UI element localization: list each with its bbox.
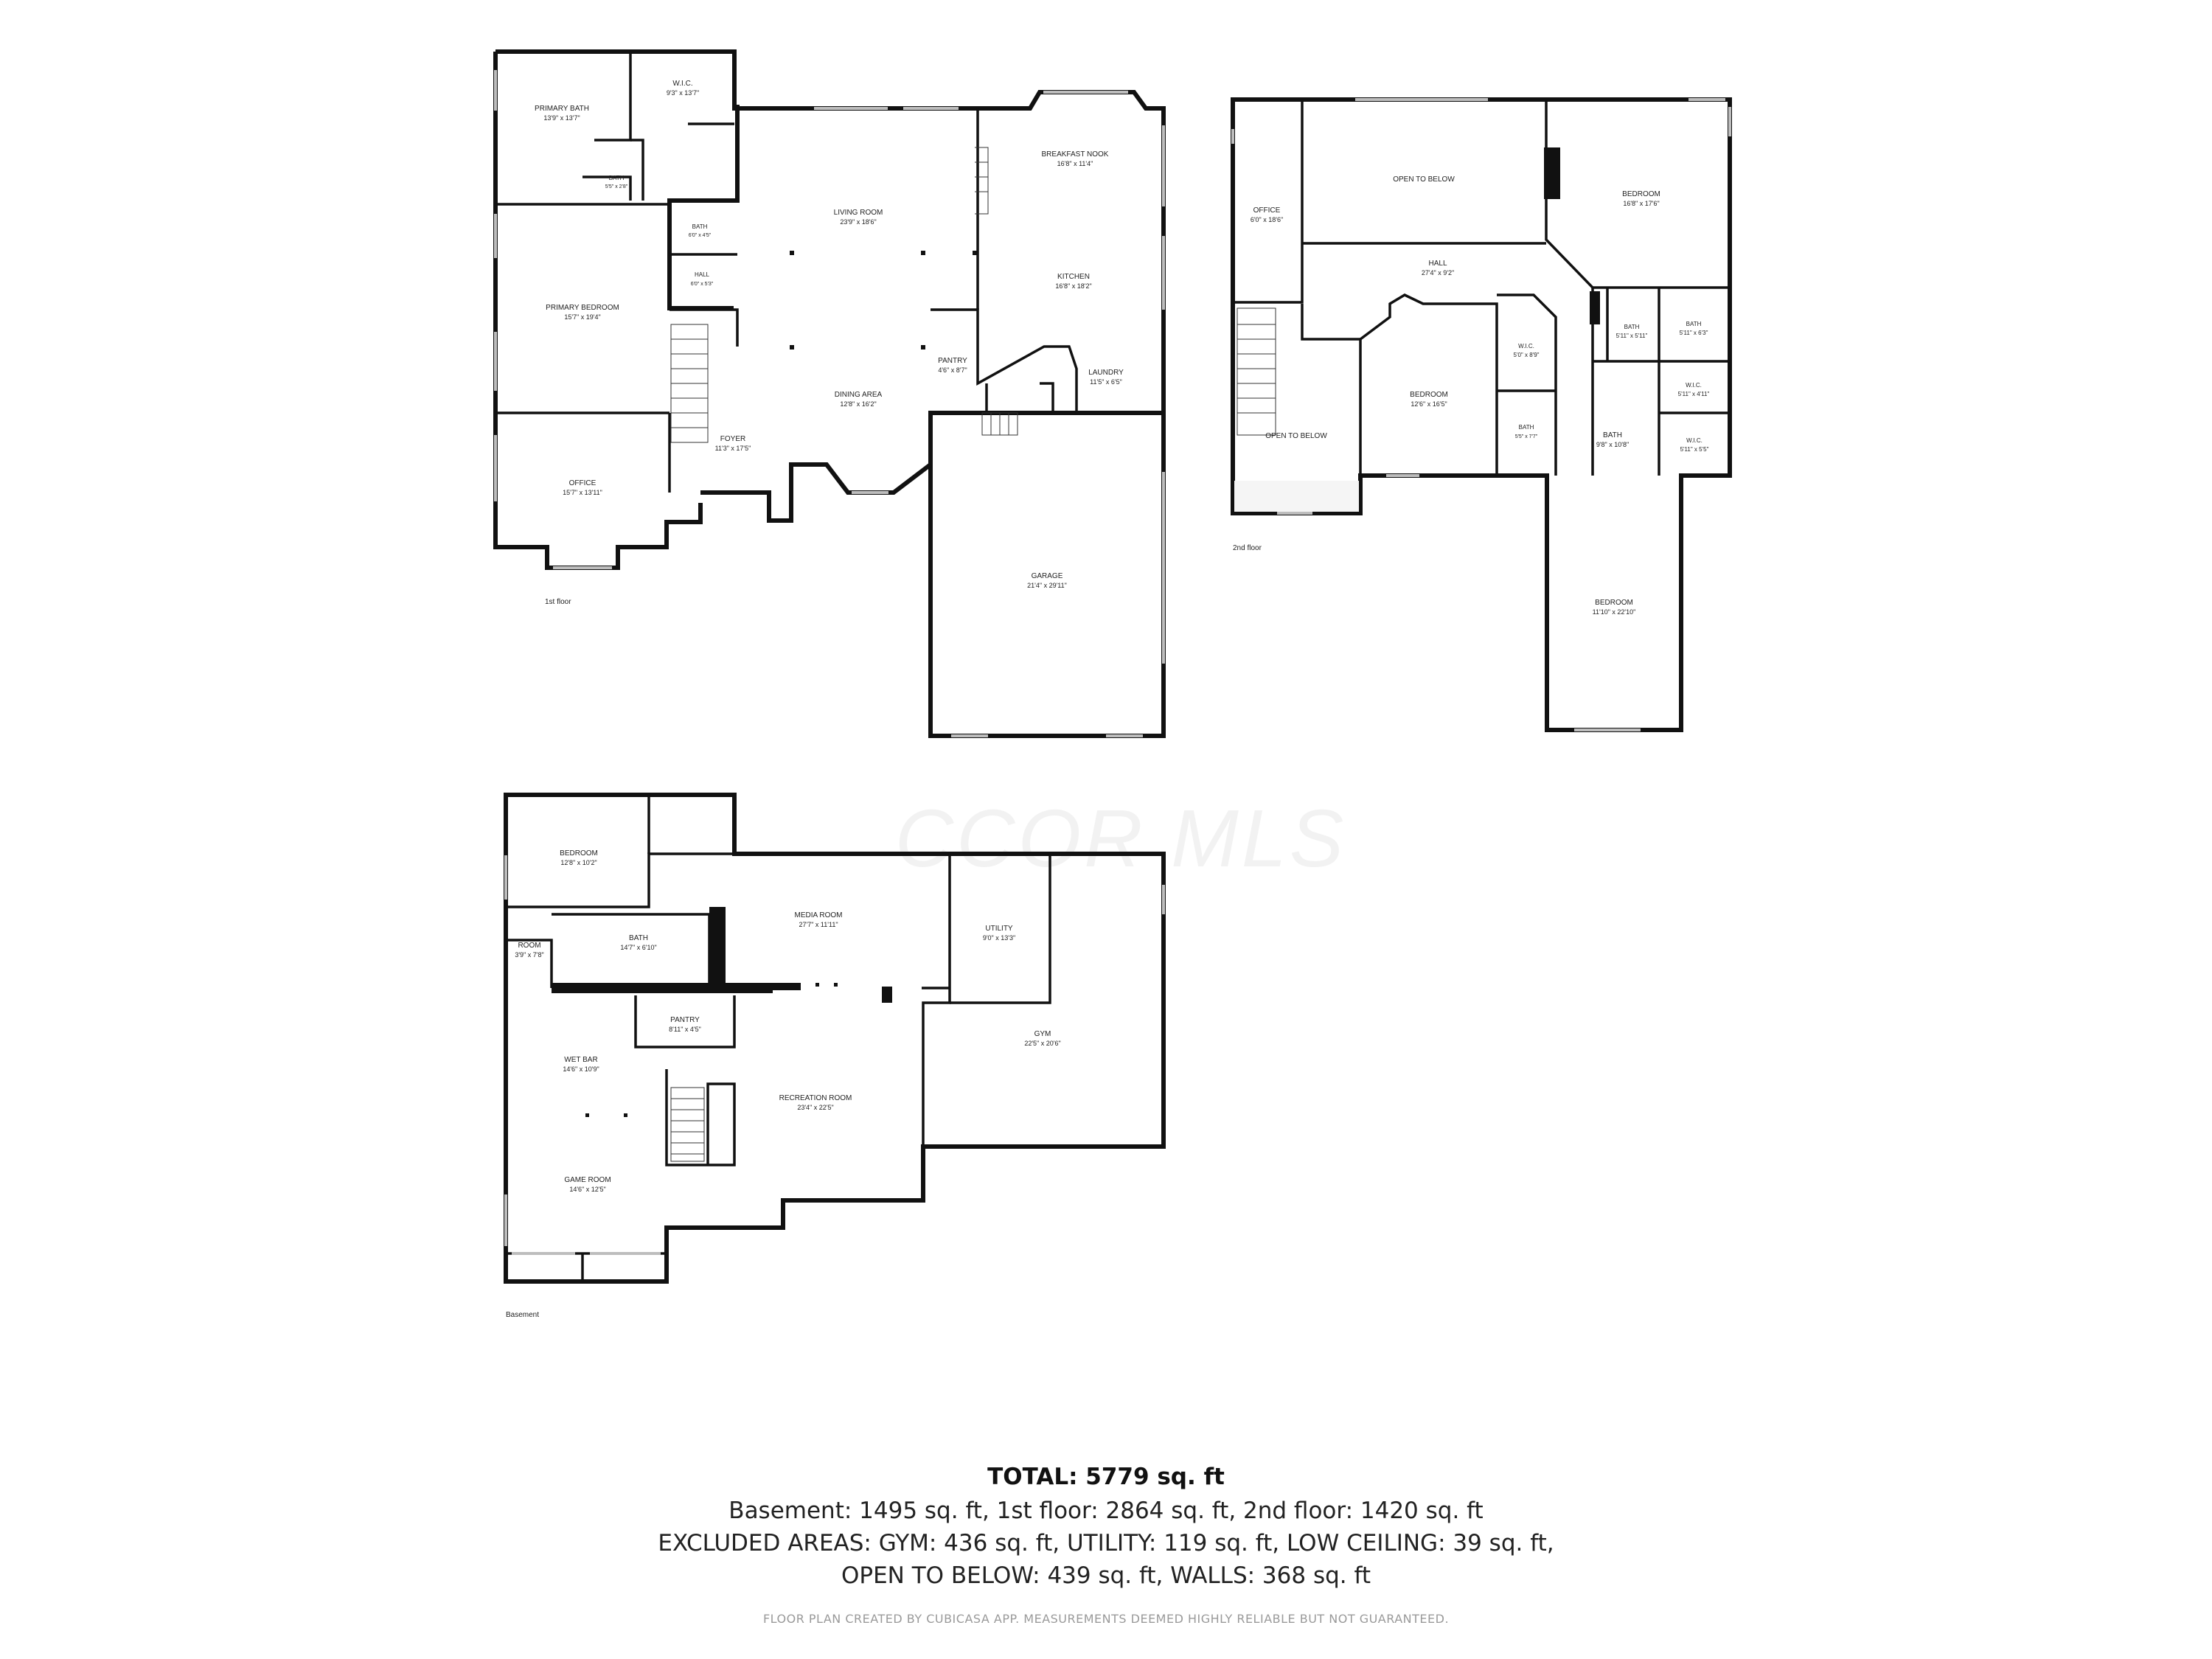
room-name-utility: UTILITY <box>985 925 1013 933</box>
stairs-basement <box>670 1087 705 1162</box>
room-dim-gym: 22'5" x 20'6" <box>1024 1040 1060 1047</box>
room-name-wic-2b: W.I.C. <box>1686 382 1702 389</box>
room-dim-bedroom-2b: 12'6" x 16'5" <box>1411 400 1447 408</box>
room-dim-garage: 21'4" x 29'11" <box>1027 582 1067 589</box>
floor-label-second: 2nd floor <box>1233 544 1262 552</box>
basement-plan: BEDROOM 12'8" x 10'2" MEDIA ROOM 27'7" x… <box>504 793 1166 1319</box>
floor-label-first: 1st floor <box>545 598 571 606</box>
room-name-wet-bar: WET BAR <box>564 1056 597 1064</box>
room-name-gym: GYM <box>1034 1030 1051 1038</box>
room-name-pantry-b: PANTRY <box>670 1016 700 1024</box>
room-name-garage: GARAGE <box>1032 572 1063 580</box>
room-name-laundry: LAUNDRY <box>1088 369 1124 377</box>
room-dim-primary-bedroom: 15'7" x 19'4" <box>564 313 600 321</box>
room-name-bedroom-2c: BEDROOM <box>1595 599 1633 607</box>
room-name-recreation-room: RECREATION ROOM <box>779 1094 852 1102</box>
room-name-bath-2c: BATH <box>1519 424 1534 431</box>
stairs-first-floor <box>670 147 1018 443</box>
room-dim-bedroom-2c: 11'10" x 22'10" <box>1593 608 1636 616</box>
room-name-bath-2d: BATH <box>1603 431 1622 439</box>
room-dim-media-room: 27'7" x 11'11" <box>799 921 838 928</box>
room-name-breakfast-nook: BREAKFAST NOOK <box>1042 150 1109 159</box>
room-dim-utility: 9'0" x 13'3" <box>983 934 1015 942</box>
room-name-dining-area: DINING AREA <box>835 391 883 399</box>
excluded-areas-line: EXCLUDED AREAS: GYM: 436 sq. ft, UTILITY… <box>658 1530 1554 1557</box>
room-dim-hall-2: 27'4" x 9'2" <box>1422 269 1454 276</box>
room-dim-bedroom-b: 12'8" x 10'2" <box>560 859 597 866</box>
first-floor-plan: PRIMARY BATH 13'9" x 13'7" W.I.C. 9'3" x… <box>493 49 1166 738</box>
room-name-kitchen: KITCHEN <box>1057 273 1090 281</box>
room-name-primary-bath: PRIMARY BATH <box>535 105 589 113</box>
room-dim-game-room: 14'6" x 12'5" <box>569 1186 605 1193</box>
room-dim-recreation-room: 23'4" x 22'5" <box>797 1104 833 1111</box>
room-name-pantry-1: PANTRY <box>938 357 967 365</box>
room-name-game-room: GAME ROOM <box>564 1176 611 1184</box>
room-dim-office-1: 15'7" x 13'11" <box>563 489 602 496</box>
room-name-hall-1: HALL <box>695 271 710 278</box>
room-dim-breakfast-nook: 16'8" x 11'4" <box>1057 160 1093 167</box>
room-name-bath-small-1: BATH <box>609 175 625 181</box>
disclaimer-footer: FLOOR PLAN CREATED BY CUBICASA APP. MEAS… <box>762 1612 1450 1626</box>
room-dim-wic-2a: 5'0" x 8'9" <box>1514 352 1540 358</box>
room-dim-bedroom-2a: 16'8" x 17'6" <box>1623 200 1659 207</box>
room-dim-bath-2b: 5'11" x 6'3" <box>1680 330 1708 336</box>
room-dim-room-b: 3'9" x 7'8" <box>515 951 543 959</box>
room-dim-bath-small-1: 5'5" x 2'8" <box>605 184 628 189</box>
room-dim-laundry: 11'5" x 6'5" <box>1090 378 1122 386</box>
room-dim-pantry-1: 4'6" x 8'7" <box>938 366 967 374</box>
room-name-bedroom-b: BEDROOM <box>560 849 598 858</box>
second-floor-plan: OFFICE 6'0" x 18'6" OPEN TO BELOW BEDROO… <box>1231 97 1732 732</box>
room-dim-wic-2c: 5'11" x 5'5" <box>1680 446 1709 453</box>
room-dim-dining-area: 12'8" x 16'2" <box>840 400 876 408</box>
room-dim-wic-1: 9'3" x 13'7" <box>667 89 699 97</box>
total-area: TOTAL: 5779 sq. ft <box>987 1464 1225 1490</box>
room-dim-bath-b: 14'7" x 6'10" <box>620 944 656 951</box>
room-name-bath-b: BATH <box>629 934 648 942</box>
room-name-media-room: MEDIA ROOM <box>794 911 842 919</box>
room-name-bath-2a: BATH <box>1624 324 1640 330</box>
room-dim-foyer: 11'3" x 17'5" <box>715 445 751 452</box>
room-name-bedroom-2b: BEDROOM <box>1410 391 1448 399</box>
room-dim-office-2: 6'0" x 18'6" <box>1251 216 1283 223</box>
floor-label-basement: Basement <box>506 1311 539 1319</box>
room-dim-bath-hall-1: 6'0" x 4'5" <box>689 233 712 238</box>
room-dim-hall-1: 6'0" x 5'3" <box>691 282 714 287</box>
room-name-bath-hall-1: BATH <box>692 223 708 230</box>
room-dim-pantry-b: 8'11" x 4'5" <box>669 1026 701 1033</box>
floor-areas-line: Basement: 1495 sq. ft, 1st floor: 2864 s… <box>728 1498 1484 1524</box>
room-dim-bath-2d: 9'8" x 10'8" <box>1596 441 1629 448</box>
room-name-office-1: OFFICE <box>569 479 597 487</box>
room-name-wic-1: W.I.C. <box>672 80 692 88</box>
room-name-wic-2c: W.I.C. <box>1686 437 1703 444</box>
room-name-hall-2: HALL <box>1428 260 1447 268</box>
room-dim-primary-bath: 13'9" x 13'7" <box>543 114 580 122</box>
room-name-room-b: ROOM <box>518 942 540 950</box>
room-name-wic-2a: W.I.C. <box>1518 343 1534 349</box>
stairs-second-floor <box>1237 307 1276 436</box>
room-name-bedroom-2a: BEDROOM <box>1622 190 1660 198</box>
room-dim-kitchen: 16'8" x 18'2" <box>1055 282 1091 290</box>
room-dim-wic-2b: 5'11" x 4'11" <box>1678 391 1710 397</box>
room-name-bath-2b: BATH <box>1686 321 1702 327</box>
excluded-areas-line-2: OPEN TO BELOW: 439 sq. ft, WALLS: 368 sq… <box>841 1562 1371 1589</box>
room-name-open-below-1: OPEN TO BELOW <box>1393 175 1455 184</box>
room-name-office-2: OFFICE <box>1253 206 1281 215</box>
watermark: CCOR MLS <box>895 793 1347 884</box>
room-dim-wet-bar: 14'6" x 10'9" <box>563 1065 599 1073</box>
room-name-living-room: LIVING ROOM <box>834 209 883 217</box>
room-dim-living-room: 23'9" x 18'6" <box>840 218 876 226</box>
room-dim-bath-2c: 5'5" x 7'7" <box>1515 434 1538 439</box>
room-dim-bath-2a: 5'11" x 5'11" <box>1616 333 1648 339</box>
room-name-open-below-2: OPEN TO BELOW <box>1265 432 1327 440</box>
room-name-foyer: FOYER <box>720 435 745 443</box>
room-name-primary-bedroom: PRIMARY BEDROOM <box>546 304 619 312</box>
